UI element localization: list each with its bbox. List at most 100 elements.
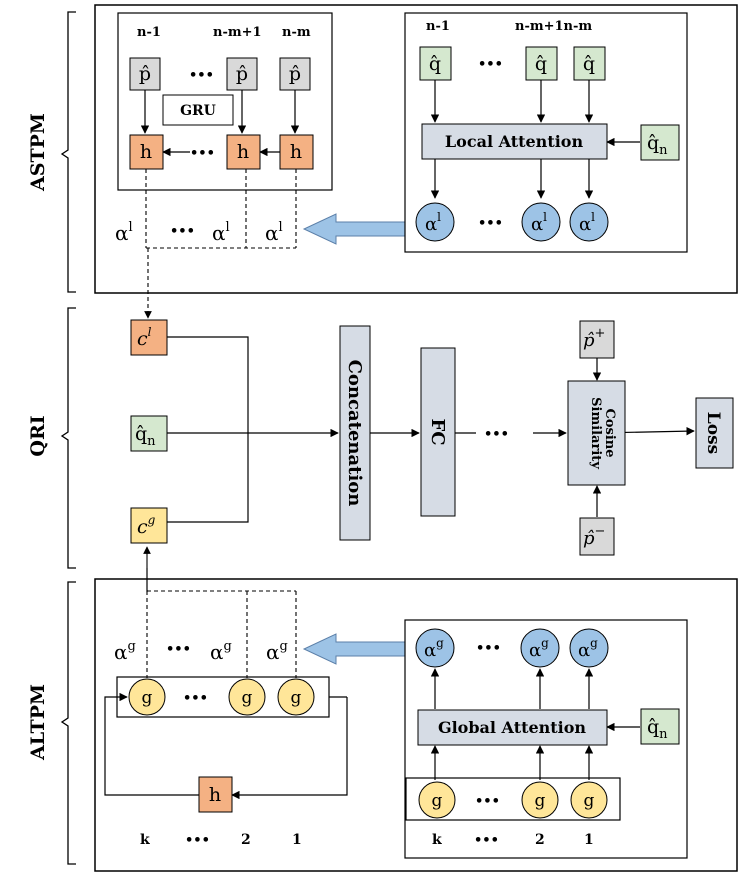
svg-text:h: h — [237, 141, 249, 163]
g-node-1: g — [128, 678, 166, 716]
svg-text:p̂: p̂ — [236, 63, 248, 85]
loss-block: Loss — [695, 397, 734, 469]
alpha-global-node-1: αg — [415, 628, 455, 668]
ellipsis: ••• — [185, 833, 210, 848]
cosine-similarity-block: Cosine Similarity — [567, 380, 626, 486]
alpha-local-node-3: αl — [569, 202, 609, 242]
h-node-3: h — [279, 134, 314, 170]
position-label-k: k — [140, 832, 150, 848]
altpm-module — [94, 578, 738, 872]
p-node-2: p̂ — [226, 57, 258, 91]
position-label-n-m+1: n-m+1 — [213, 25, 262, 40]
alpha-global-2: αg — [210, 639, 232, 664]
svg-text:h: h — [209, 784, 221, 806]
ellipsis: ••• — [170, 224, 195, 239]
global-weighting-dashes — [143, 546, 297, 678]
ellipsis: ••• — [476, 641, 501, 656]
svg-text:g: g — [584, 791, 595, 811]
section-label-astpm: ASTPM — [27, 113, 49, 192]
svg-text:Concatenation: Concatenation — [344, 360, 365, 507]
position-label-n-m+1-n-m: n-m+1n-m — [515, 19, 592, 34]
svg-text:g: g — [142, 688, 153, 708]
ellipsis: ••• — [475, 794, 500, 809]
svg-text:p̂+: p̂+ — [583, 326, 605, 351]
g-input-row — [405, 777, 621, 821]
position-label-n-m: n-m — [282, 25, 311, 40]
alpha-global-1: αg — [114, 639, 136, 664]
local-weights-arrow — [302, 213, 406, 245]
qn-node-global: q̂n — [640, 708, 680, 745]
global-attention-box: Global Attention — [417, 709, 608, 746]
position-label-n-1: n-1 — [137, 25, 161, 40]
position-label-1: 1 — [584, 832, 594, 848]
svg-text:p̂: p̂ — [139, 63, 151, 85]
alpha-local-2: αl — [212, 220, 230, 245]
gru-arrows — [140, 90, 300, 157]
h-node-global: h — [198, 776, 233, 813]
astpm-module — [94, 4, 738, 294]
local-attention-arrows — [430, 80, 640, 199]
q-node-2: q̂ — [525, 46, 558, 81]
svg-text:αl: αl — [531, 210, 547, 235]
c-global-node: cg — [130, 507, 168, 544]
local-attention-box: Local Attention — [421, 123, 608, 160]
svg-text:h: h — [140, 141, 152, 163]
svg-text:Cosine: Cosine — [602, 409, 617, 458]
svg-text:Local Attention: Local Attention — [445, 132, 584, 151]
svg-text:q̂: q̂ — [583, 53, 595, 75]
global-feedback-loop — [104, 692, 348, 800]
ellipsis: ••• — [474, 833, 499, 848]
svg-text:αg: αg — [529, 636, 549, 661]
position-label-k: k — [432, 832, 442, 848]
q-node-3: q̂ — [573, 46, 606, 81]
h-node-1: h — [129, 134, 164, 170]
svg-text:g: g — [535, 791, 546, 811]
svg-text:g: g — [291, 688, 302, 708]
svg-text:αg: αg — [424, 636, 444, 661]
global-attention-block — [404, 619, 688, 859]
position-label-n-1: n-1 — [426, 19, 450, 34]
position-label-2: 2 — [241, 832, 251, 848]
svg-text:g: g — [432, 791, 443, 811]
svg-text:q̂: q̂ — [535, 53, 547, 75]
h-node-2: h — [226, 134, 261, 170]
position-label-1: 1 — [292, 832, 302, 848]
svg-text:Global Attention: Global Attention — [438, 718, 586, 737]
p-node-3: p̂ — [279, 57, 311, 91]
svg-text:g: g — [242, 688, 253, 708]
p-plus-node: p̂+ — [579, 320, 615, 359]
g-node-3: g — [277, 678, 315, 716]
svg-text:p̂−: p̂− — [583, 524, 605, 549]
svg-text:q̂: q̂ — [429, 53, 441, 75]
section-braces — [60, 11, 76, 865]
p-minus-node: p̂− — [579, 517, 615, 556]
local-weighting-dashes — [144, 169, 297, 319]
gru-block — [117, 12, 333, 191]
svg-text:GRU: GRU — [180, 103, 216, 119]
ellipsis: ••• — [183, 691, 208, 706]
alpha-local-3: αl — [265, 220, 283, 245]
svg-text:h: h — [290, 141, 302, 163]
g-input-node-3: g — [570, 781, 608, 819]
svg-text:Loss: Loss — [703, 412, 723, 454]
q-node-1: q̂ — [419, 46, 452, 81]
ellipsis: ••• — [478, 57, 503, 72]
svg-text:αg: αg — [578, 636, 598, 661]
svg-text:q̂n: q̂n — [647, 132, 668, 158]
fc-block: FC — [420, 347, 456, 517]
ellipsis: ••• — [190, 146, 215, 161]
ellipsis: ••• — [189, 68, 214, 83]
local-attention-block — [404, 12, 688, 253]
concatenation-block: Concatenation — [339, 325, 371, 541]
g-node-2: g — [228, 678, 266, 716]
position-label-2: 2 — [535, 832, 545, 848]
ellipsis: ••• — [166, 642, 191, 657]
svg-text:q̂n: q̂n — [135, 423, 156, 449]
alpha-local-1: αl — [115, 220, 133, 245]
svg-text:αl: αl — [579, 210, 595, 235]
qn-node-qri: q̂n — [130, 415, 168, 452]
c-local-node: cl — [130, 319, 168, 356]
alpha-local-node-2: αl — [521, 202, 561, 242]
g-input-node-1: g — [418, 781, 456, 819]
gru-label-box: GRU — [162, 94, 234, 126]
